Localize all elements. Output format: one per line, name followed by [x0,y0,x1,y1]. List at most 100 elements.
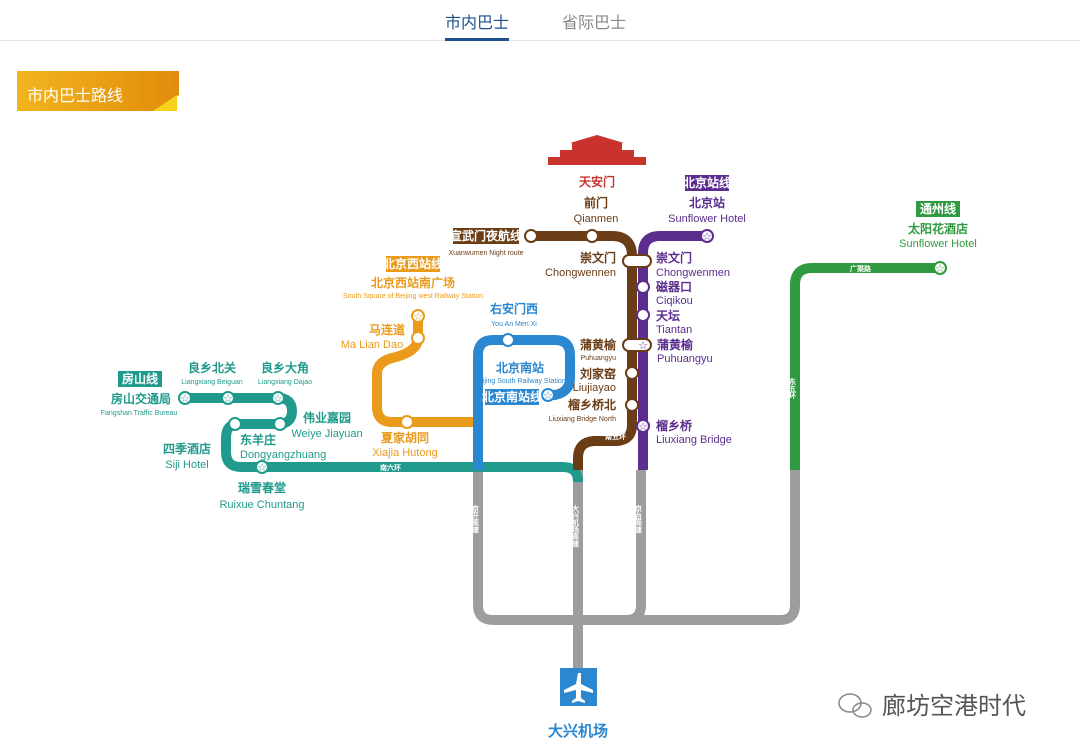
svg-text:☆: ☆ [413,311,423,323]
tab-city-bus[interactable]: 市内巴士 [445,9,510,41]
gray-jingtai-expressway [625,470,646,625]
station-cn: 房山交通局 [111,391,171,406]
svg-text:☆: ☆ [543,390,553,402]
road-label: 南六环 [380,463,401,472]
section-banner: 市内巴士路线 [17,71,179,111]
line-beijingxi [372,316,478,427]
line-xuanwumen [530,231,637,470]
line-badge-beijingxi[interactable]: 北京西站线 [383,256,443,271]
station-cn: 瑞雪春堂 [238,480,286,495]
station-cn: 蒲黄榆 [657,337,694,352]
airport-label: 大兴机场 [548,722,608,740]
station-cn: 良乡北关 [188,360,236,375]
road-label: 南五环 [605,432,626,441]
svg-text:☆: ☆ [180,393,190,405]
station-markers [228,229,652,431]
svg-text:☆: ☆ [273,393,283,405]
line-badge-beijingnan[interactable]: 北京南站线 [482,389,542,404]
station-cn: 东羊庄 [240,432,276,447]
watermark-text: 廊坊空港时代 [882,693,1026,720]
station-en: Dongyangzhuang [240,449,326,461]
badge-bg [685,175,729,191]
svg-text:☆: ☆ [257,462,267,474]
banner-fold-corner [153,95,177,111]
station-en: Liuxiang Bridge North [549,416,616,423]
road-label: 广渠路 [850,264,872,273]
station-en: Qianmen [574,213,619,225]
station-cn: 太阳花酒店 [908,221,968,236]
svg-text:☆: ☆ [638,421,648,433]
station-en: Siji Hotel [165,459,208,471]
line-badge-xuanwumen[interactable]: 宣武门夜航线 [450,228,522,243]
station-en: Sunflower Hotel [668,213,746,225]
station-labels: 前门 Qianmen 北京站 Sunflower Hotel 崇文门 Chong… [101,195,977,511]
station-cn: 天坛 [656,308,680,323]
station-en: Liangxiang Beiguan [181,379,243,386]
line-en-xuanwumen: Xuanwumen Night route [448,250,523,257]
station-en: Sunflower Hotel [899,238,977,250]
badge-bg [916,201,960,217]
section-title: 市内巴士路线 [27,88,124,105]
station-cn: 四季酒店 [163,441,211,456]
station-en: Chongwenmen [656,267,730,279]
road-label: 京台高速 [635,504,643,534]
station-cn: 良乡大角 [261,360,309,375]
station-cn: 崇文门 [656,250,692,265]
line-beijingzhan [638,231,707,470]
station-en: Puhuangyu [581,355,617,362]
landmark-label: 天安门 [579,174,615,189]
station-en: Weiye Jiayuan [291,428,362,440]
badge-bg [118,371,162,387]
line-tongzhou [790,263,940,470]
wechat-icon [838,693,872,718]
station-en: Puhuangyu [657,353,713,365]
svg-text:☆: ☆ [935,263,945,275]
line-badge-fangshan[interactable]: 房山线 [122,371,158,386]
station-cn: 蒲黄榆 [580,337,617,352]
station-cn: 北京南站 [496,360,544,375]
badge-bg [485,389,539,405]
badge-bg [386,256,440,272]
station-en: Beijing South Railway Station [474,378,566,385]
svg-text:☆: ☆ [638,340,648,352]
airport-icon[interactable] [560,668,597,706]
station-en: You An Men Xi [491,321,537,328]
svg-text:☆: ☆ [220,443,233,459]
station-cn: 北京站 [689,195,725,210]
badge-bg [453,228,519,244]
station-en: Liujiayao [573,382,616,394]
road-label: 大兴机场高速 [572,504,580,548]
station-cn: 北京西站南广场 [371,275,455,290]
svg-text:☆: ☆ [702,231,712,243]
tiananmen-icon [548,135,646,165]
station-en: Liuxiang Bridge [656,434,732,446]
station-cn: 磁器口 [655,279,692,294]
station-en: South Square of Beijing west Railway Sta… [343,293,483,300]
station-en: Ma Lian Dao [341,339,403,351]
road-label: 京开高速 [472,504,480,534]
station-cn: 崇文门 [580,250,616,265]
station-cn: 前门 [584,195,608,210]
station-cn: 右安门西 [489,301,538,316]
station-cn: 榴乡桥北 [568,397,616,412]
station-cn: 马连道 [369,322,405,337]
station-cn: 夏家胡同 [381,430,429,445]
star-station-markers: ☆ ☆ ☆ ☆ ☆ ☆ ☆ ☆ ☆ ☆ ☆ [178,229,947,474]
tab-intercity-bus[interactable]: 省际巴士 [562,15,627,32]
station-en: Liangxiang Dajao [258,379,312,386]
station-en: Fangshan Traffic Bureau [101,410,178,417]
station-cn: 刘家窑 [580,366,616,381]
station-en: Chongwennen [545,267,616,279]
line-badge-beijingzhan[interactable]: 北京站线 [683,175,731,190]
station-en: Tiantan [656,324,692,336]
line-badge-tongzhou[interactable]: 通州线 [920,201,956,216]
tab-bar: 市内巴士 省际巴士 [0,0,1080,41]
line-beijingnan [473,335,575,470]
station-en: Ciqikou [656,295,693,307]
road-label: 东五环 [789,377,797,400]
station-cn: 榴乡桥 [656,418,693,433]
svg-text:☆: ☆ [223,393,233,405]
station-cn: 伟业嘉园 [303,410,351,425]
